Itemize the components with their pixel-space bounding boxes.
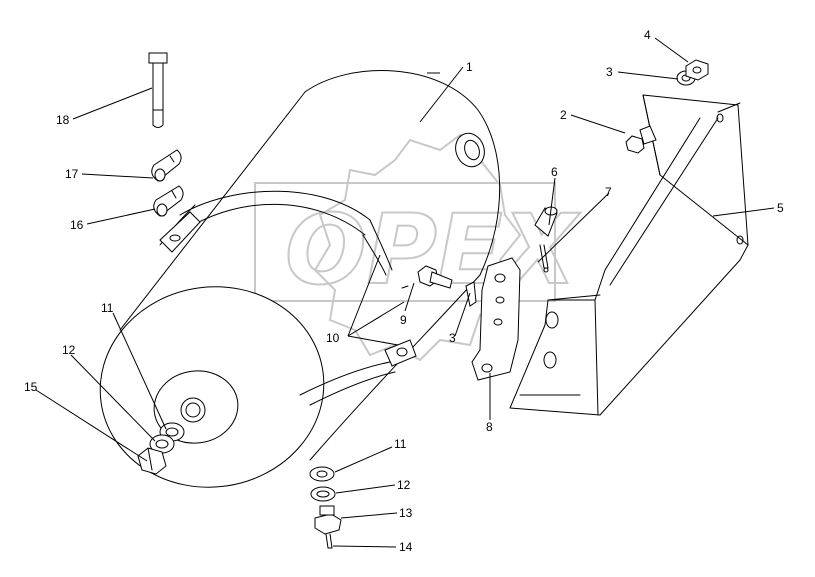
nut-4 [685, 59, 709, 81]
opex-watermark: OPEX [254, 133, 582, 362]
pin-16 [153, 185, 184, 217]
washer-11-bottom [309, 466, 335, 482]
callout-13: 13 [399, 506, 413, 520]
callout-16: 16 [70, 218, 84, 232]
bolt-2 [625, 125, 657, 154]
callout-3-mid: 3 [449, 331, 456, 345]
callout-10: 10 [326, 331, 340, 345]
bolt-18 [148, 52, 168, 128]
callout-1: 1 [466, 60, 473, 74]
watermark-text: OPEX [285, 194, 581, 306]
seal-ring-12-bottom [310, 486, 336, 502]
callout-11-left: 11 [101, 301, 114, 315]
callout-8: 8 [486, 420, 493, 434]
callout-7: 7 [605, 185, 612, 199]
pin-17 [151, 149, 182, 182]
callout-12-bottom: 12 [397, 478, 411, 492]
callout-5: 5 [777, 201, 784, 215]
callout-17: 17 [65, 167, 79, 181]
callout-6: 6 [551, 165, 558, 179]
callout-15: 15 [24, 380, 38, 394]
mounting-plate-8 [465, 257, 521, 381]
callout-11-bottom: 11 [394, 437, 407, 451]
callout-9: 9 [400, 313, 407, 327]
callout-3-top: 3 [606, 65, 613, 79]
plug-13 [314, 505, 342, 535]
bolt-9 [401, 265, 453, 289]
leader-lines [35, 37, 775, 548]
callout-12-left: 12 [62, 343, 76, 357]
cotter-pin-7 [539, 244, 549, 273]
callout-14: 14 [399, 540, 413, 554]
plug-15 [137, 447, 167, 475]
callout-2: 2 [560, 108, 567, 122]
key-14 [325, 533, 333, 549]
callout-labels: 1 2 3 4 5 6 7 8 9 10 3 11 12 15 11 12 13… [24, 28, 784, 554]
callout-18: 18 [56, 113, 70, 127]
frame-bracket-5 [509, 94, 749, 416]
callout-4: 4 [644, 28, 651, 42]
